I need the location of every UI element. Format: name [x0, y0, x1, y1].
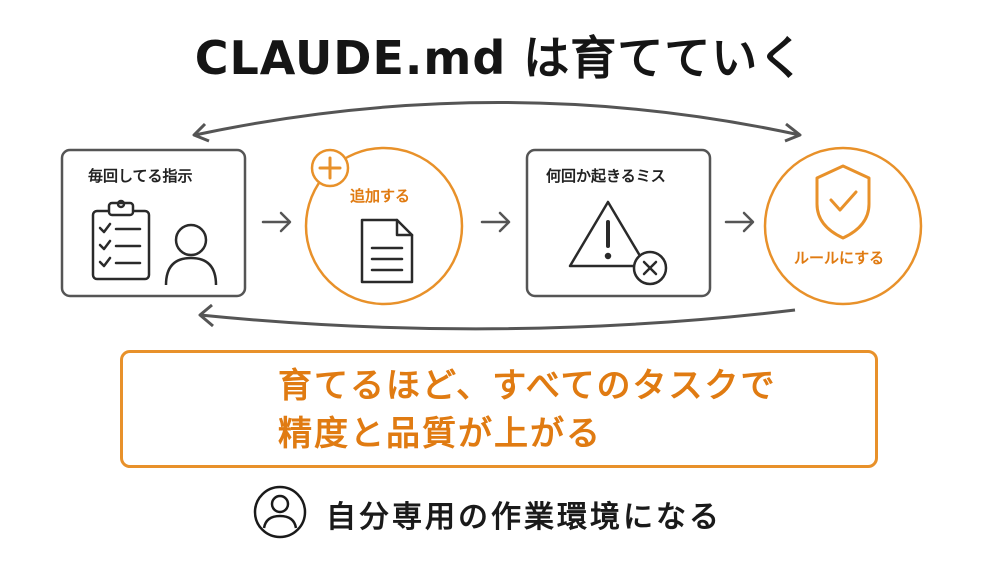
benefit-line-2: 精度と品質が上がる: [278, 414, 602, 454]
page-title: CLAUDE.md は育てていく: [194, 31, 806, 85]
benefit-text: 育てるほど、すべてのタスクで 精度と品質が上がる: [278, 362, 777, 458]
benefit-line-1: 育てるほど、すべてのタスクで: [278, 366, 777, 406]
node-label-rule: ルールにする: [794, 249, 885, 267]
warning-icon: [568, 200, 648, 268]
benefit-box: [120, 350, 878, 468]
node-circle-add: [304, 146, 464, 306]
person-icon: [164, 223, 218, 286]
node-label-instructions: 毎回してる指示: [88, 167, 193, 185]
footer-text: 自分専用の作業環境になる: [326, 500, 722, 535]
flow-arrow-2: [480, 211, 511, 233]
cycle-arrow-bottom: [198, 303, 796, 331]
flow-arrow-3: [724, 211, 755, 233]
flow-arrow-1: [261, 211, 292, 233]
user-circle-icon: [253, 485, 307, 539]
clipboard-checklist-icon: [91, 199, 151, 281]
document-icon: [360, 218, 414, 284]
node-label-mistakes: 何回か起きるミス: [546, 167, 666, 185]
cycle-arrow-top: [192, 101, 802, 143]
shield-check-icon: [815, 164, 871, 240]
node-circle-rule: [763, 146, 923, 306]
node-label-add: 追加する: [350, 187, 411, 205]
close-circle-icon: [632, 250, 668, 286]
